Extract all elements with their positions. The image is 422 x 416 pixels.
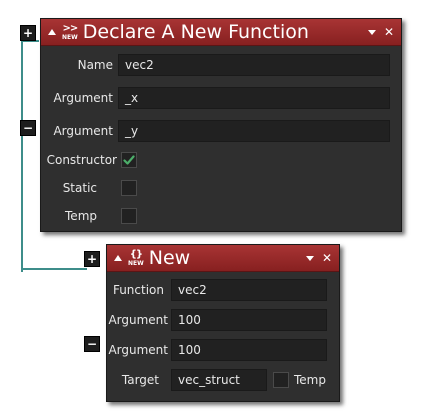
constructor-checkbox[interactable] [121, 152, 137, 168]
temp-checkbox[interactable] [273, 372, 289, 388]
argument-label: Argument [53, 91, 113, 105]
name-label: Name [77, 58, 113, 72]
new-struct-glyph: {} [129, 249, 143, 260]
declare-function-block[interactable]: >> NEW Declare A New Function ✕ Name vec… [40, 18, 402, 232]
argument-field-2[interactable]: 100 [171, 339, 327, 361]
temp-checkbox[interactable] [121, 208, 137, 224]
static-checkbox[interactable] [121, 180, 137, 196]
temp-label: Temp [65, 209, 97, 223]
target-label: Target [121, 373, 159, 387]
argument-field-1[interactable]: _x [118, 87, 390, 109]
function-declare-glyph: >> [62, 23, 78, 34]
expand-new-button[interactable]: + [84, 251, 100, 267]
constructor-label: Constructor [46, 153, 117, 167]
collapse-new-args-button[interactable]: − [84, 336, 100, 352]
new-struct-header[interactable]: {} NEW New ✕ [107, 245, 339, 272]
dropdown-arrow-icon[interactable] [367, 29, 376, 35]
temp-label: Temp [294, 373, 326, 387]
new-struct-icon: {} NEW [128, 249, 144, 267]
collapse-triangle-icon[interactable] [48, 29, 56, 35]
dropdown-arrow-icon[interactable] [305, 255, 314, 261]
static-label: Static [62, 181, 97, 195]
argument-label: Argument [108, 313, 168, 327]
argument-label: Argument [53, 124, 113, 138]
collapse-declare-args-button[interactable]: − [20, 120, 36, 136]
collapse-triangle-icon[interactable] [114, 255, 122, 261]
close-icon[interactable]: ✕ [321, 251, 332, 265]
declare-function-header[interactable]: >> NEW Declare A New Function ✕ [41, 19, 401, 46]
expand-declare-button[interactable]: + [20, 25, 36, 41]
block-connector-line [21, 40, 39, 272]
new-struct-glyph-sub: NEW [128, 260, 144, 267]
block-title: Declare A New Function [82, 21, 309, 43]
block-connector-line-bottom [21, 268, 87, 270]
target-field[interactable]: vec_struct [171, 369, 267, 391]
function-field[interactable]: vec2 [171, 279, 327, 301]
close-icon[interactable]: ✕ [383, 25, 394, 39]
argument-field-2[interactable]: _y [118, 120, 390, 142]
name-field[interactable]: vec2 [118, 54, 390, 76]
argument-label: Argument [108, 343, 168, 357]
function-declare-icon: >> NEW [62, 23, 78, 41]
function-declare-glyph-sub: NEW [62, 34, 78, 41]
argument-field-1[interactable]: 100 [171, 309, 327, 331]
new-struct-block[interactable]: {} NEW New ✕ Function vec2 Argument 100 … [106, 244, 340, 402]
checkmark-icon [123, 155, 135, 165]
function-label: Function [112, 283, 164, 297]
block-title: New [148, 247, 191, 269]
